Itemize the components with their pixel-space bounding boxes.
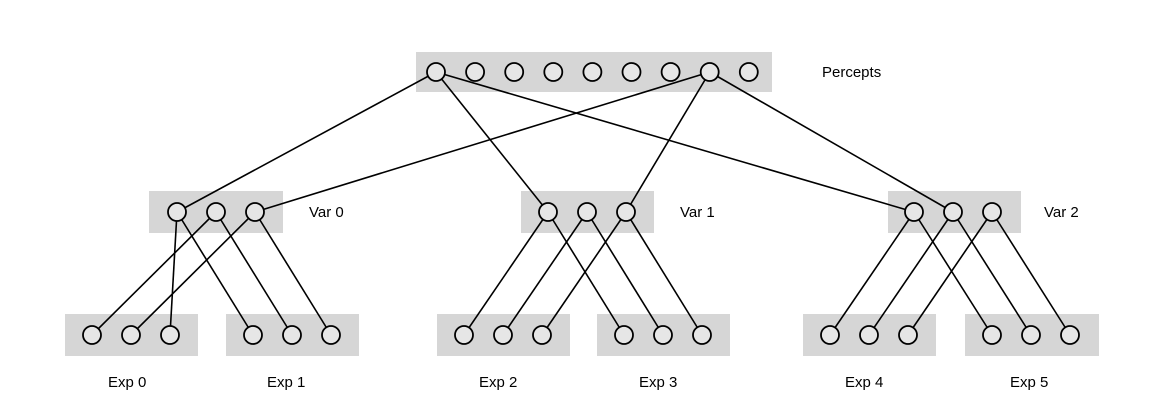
edge-var2-2-to-exp4-2 [907, 211, 993, 336]
edge-var1-1-to-exp2-1 [502, 211, 588, 336]
var0-node-1 [206, 202, 226, 222]
edge-var0-0-to-exp1-0 [176, 211, 254, 336]
exp0-node-1 [121, 325, 141, 345]
exp5-node-2 [1060, 325, 1080, 345]
exp5-node-1 [1021, 325, 1041, 345]
edge-var0-1-to-exp1-1 [215, 211, 293, 336]
exp0-label: Exp 0 [108, 374, 146, 391]
exp4-node-1 [859, 325, 879, 345]
edge-var1-0-to-exp3-0 [547, 211, 625, 336]
var0-node-2 [245, 202, 265, 222]
var2-node-0 [904, 202, 924, 222]
var2-label: Var 2 [1044, 204, 1079, 221]
percepts-node-4 [582, 62, 603, 82]
edge-var2-1-to-exp5-1 [952, 211, 1032, 336]
edge-var0-2-to-exp0-1 [130, 211, 256, 336]
edge-var2-0-to-exp5-0 [913, 211, 993, 336]
edge-var1-0-to-exp2-0 [463, 211, 549, 336]
edge-percepts-7-to-var1-2 [625, 71, 711, 213]
nodes [82, 62, 1080, 345]
exp4-label: Exp 4 [845, 374, 883, 391]
edge-percepts-0-to-var0-0 [176, 71, 437, 213]
labels: Percepts Var 0 Var 1 Var 2 Exp 0 Exp 1 E… [108, 64, 1079, 391]
edge-var2-1-to-exp4-1 [868, 211, 954, 336]
edge-var1-2-to-exp3-2 [625, 211, 703, 336]
edge-percepts-7-to-var0-2 [254, 71, 710, 213]
exp2-label: Exp 2 [479, 374, 517, 391]
edge-percepts-0-to-var2-0 [435, 71, 915, 213]
percepts-node-2 [504, 62, 525, 82]
exp3-label: Exp 3 [639, 374, 677, 391]
edge-var2-0-to-exp4-0 [829, 211, 915, 336]
percepts-node-8 [738, 62, 759, 82]
percepts-node-5 [621, 62, 642, 82]
exp5-label: Exp 5 [1010, 374, 1048, 391]
exp2-node-1 [493, 325, 513, 345]
percepts-node-0 [426, 62, 446, 82]
percepts-node-3 [543, 62, 564, 82]
exp3-node-0 [614, 325, 634, 345]
var2-node-2 [982, 202, 1002, 222]
exp4-node-0 [820, 325, 840, 345]
var0-label: Var 0 [309, 204, 344, 221]
exp0-node-2 [160, 325, 180, 345]
exp2-node-0 [454, 325, 474, 345]
var1-node-2 [616, 202, 636, 222]
exp2-node-2 [532, 325, 552, 345]
exp1-node-0 [243, 325, 263, 345]
edge-percepts-0-to-var1-0 [435, 71, 549, 213]
edge-var1-2-to-exp2-2 [541, 211, 627, 336]
exp1-label: Exp 1 [267, 374, 305, 391]
edge-percepts-7-to-var2-1 [709, 71, 954, 213]
exp3-node-1 [653, 325, 673, 345]
var2-node-1 [943, 202, 963, 222]
edges [91, 71, 1071, 336]
var1-label: Var 1 [680, 204, 715, 221]
var1-node-1 [577, 202, 597, 222]
edge-var0-0-to-exp0-2 [169, 211, 178, 336]
edge-var0-2-to-exp1-2 [254, 211, 332, 336]
edge-var1-1-to-exp3-1 [586, 211, 664, 336]
exp1-node-2 [321, 325, 341, 345]
percepts-node-1 [465, 62, 486, 82]
exp5-node-0 [982, 325, 1002, 345]
percepts-label: Percepts [822, 64, 881, 81]
edge-var0-1-to-exp0-0 [91, 211, 217, 336]
percepts-node-7 [699, 62, 720, 82]
var1-node-0 [538, 202, 558, 222]
exp4-node-2 [898, 325, 918, 345]
var0-node-0 [167, 202, 187, 222]
exp0-node-0 [82, 325, 102, 345]
edge-var2-2-to-exp5-2 [991, 211, 1071, 336]
exp3-node-2 [692, 325, 712, 345]
exp1-node-1 [282, 325, 302, 345]
percepts-node-6 [660, 62, 681, 82]
